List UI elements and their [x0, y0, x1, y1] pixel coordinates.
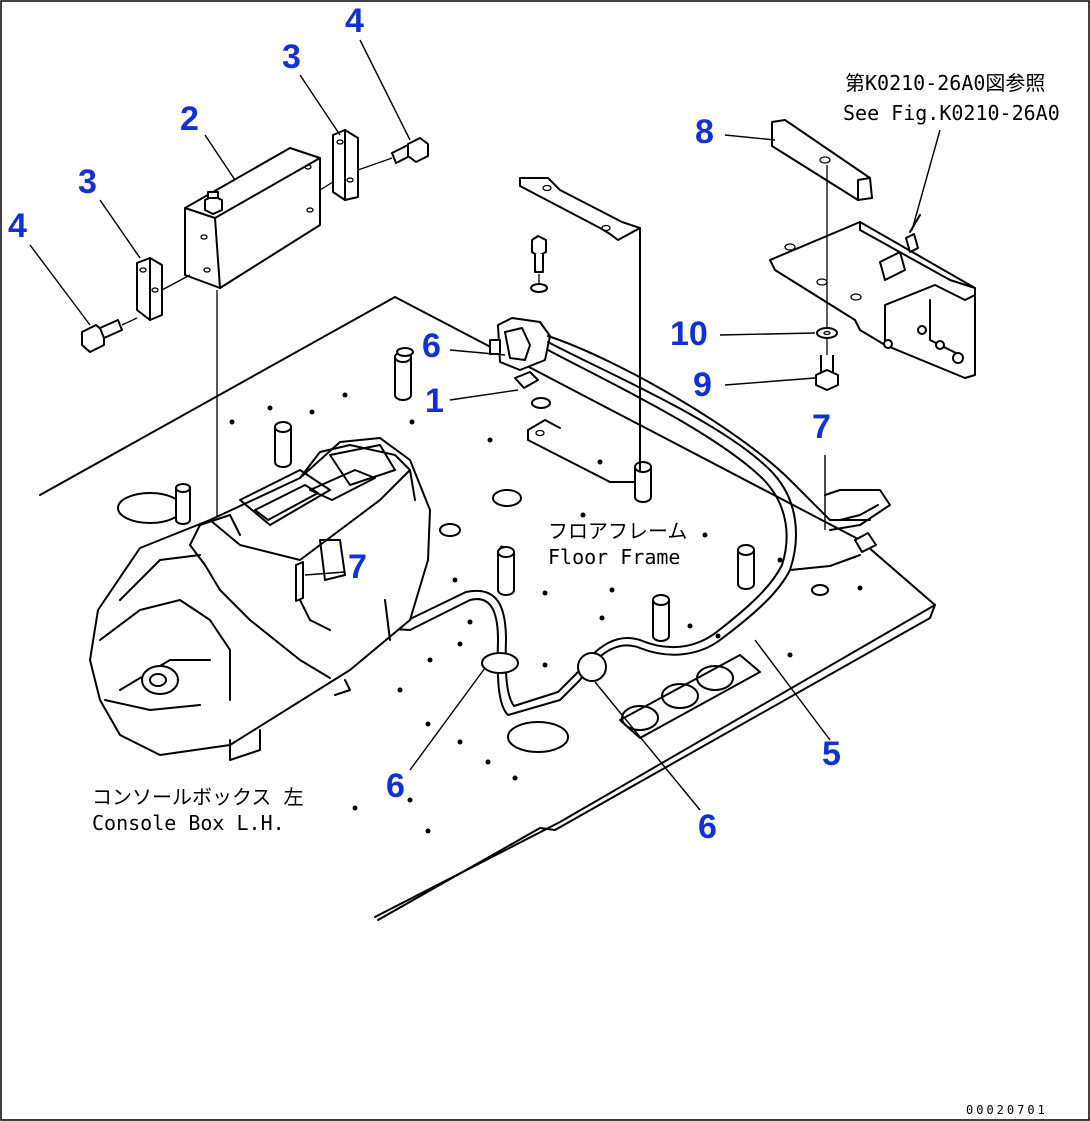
leader-lines — [29, 39, 941, 811]
exploded-view-guides — [121, 157, 828, 520]
floor-frame-label-en: Floor Frame — [548, 545, 680, 569]
bracket-part-3-left — [136, 257, 163, 321]
switch-bolt — [530, 235, 548, 293]
callouts: 4 3 2 3 4 6 1 8 10 9 7 7 5 6 6 — [8, 2, 841, 846]
floor-frame-label-jp: フロアフレーム — [548, 519, 687, 543]
callout-9: 9 — [693, 366, 712, 404]
callout-4-right: 4 — [345, 2, 364, 40]
washer-part-10 — [816, 327, 838, 339]
console-label-jp: コンソールボックス 左 — [92, 785, 303, 809]
connector-bracket-right — [824, 489, 891, 531]
console-label-en: Console Box L.H. — [92, 811, 285, 835]
notes: 第K0210-26A0図参照 See Fig.K0210-26A0 フロアフレー… — [92, 71, 1060, 1117]
console-box-lh — [89, 437, 431, 761]
callout-6-right: 6 — [698, 808, 717, 846]
bracket-part-3-right — [332, 129, 359, 201]
callout-1: 1 — [425, 382, 444, 420]
callout-8: 8 — [695, 113, 714, 151]
floor-frame — [39, 296, 936, 921]
wiring-harness — [299, 335, 877, 716]
bracket-upper-right — [769, 214, 976, 379]
controller-part-2 — [184, 147, 321, 289]
callout-10: 10 — [670, 315, 708, 353]
callout-3-left: 3 — [78, 163, 97, 201]
cover-plate-part-8 — [771, 119, 873, 201]
switch-part-1 — [489, 317, 551, 409]
callout-6-left: 6 — [386, 767, 405, 805]
callout-2: 2 — [180, 100, 199, 138]
bolt-part-4-right — [391, 137, 429, 164]
bolt-part-4-left — [81, 319, 123, 353]
callout-7-right: 7 — [812, 408, 831, 446]
bolt-part-9 — [815, 355, 839, 391]
switch-bracket — [519, 177, 641, 483]
see-fig-note-en: See Fig.K0210-26A0 — [843, 101, 1060, 125]
callout-5: 5 — [822, 735, 841, 773]
callout-7-left: 7 — [348, 548, 367, 586]
see-fig-note-jp: 第K0210-26A0図参照 — [845, 71, 1045, 95]
callout-6-top: 6 — [422, 327, 441, 365]
callout-3-right: 3 — [282, 38, 301, 76]
drawing-number: 00020701 — [966, 1103, 1048, 1117]
callout-4-left: 4 — [8, 207, 27, 245]
